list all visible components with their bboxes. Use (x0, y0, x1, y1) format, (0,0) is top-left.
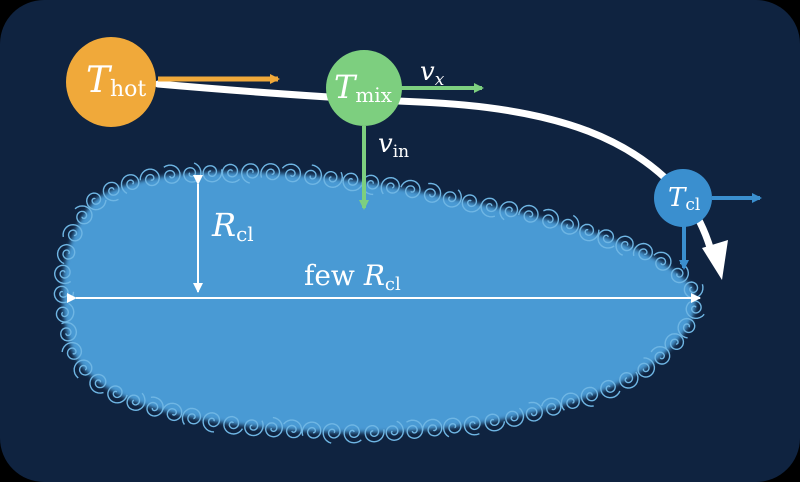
cloud-curl (560, 214, 580, 235)
mix-node-label: Tmix (334, 68, 393, 107)
cloud-curl (126, 392, 146, 412)
cloud-curl (120, 174, 140, 194)
cloud-curl (615, 235, 634, 256)
cloud-curl (163, 164, 181, 184)
cold-node (654, 169, 712, 227)
cloud-curls (53, 162, 705, 444)
hot-subscript: hot (110, 77, 146, 102)
cloud-curl (685, 300, 705, 319)
cloud-curl (653, 251, 672, 271)
cloud-curl (102, 181, 120, 202)
cloud-curl (484, 413, 506, 432)
cloud-curl (619, 371, 639, 389)
cloud-curl (283, 419, 303, 439)
cloud-curl (580, 386, 599, 407)
cloud-curl (264, 416, 284, 438)
cloud-curl (677, 317, 696, 339)
vx-label: vx (420, 57, 445, 90)
cloud-curl (637, 357, 656, 378)
mix-subscript: mix (355, 83, 392, 107)
cloud-curl (323, 171, 344, 189)
hot-node-label: Thot (86, 60, 146, 102)
cloud-curl (480, 197, 498, 218)
cloud-curl (342, 172, 363, 192)
cloud-curl (107, 385, 128, 404)
cloud-curl (223, 415, 244, 435)
cloud-curl (322, 423, 341, 444)
cloud-curl (181, 407, 202, 425)
cold-node-label: Tcl (668, 183, 700, 215)
cloud-curl (74, 205, 93, 225)
cloud-curl (505, 407, 525, 427)
cloud-curl (442, 417, 462, 438)
cloud-curl (560, 392, 580, 411)
cloud-curl (162, 402, 183, 422)
cloud-curl (139, 168, 160, 187)
cloud-curl (202, 165, 223, 183)
cloud-curl (73, 359, 93, 379)
cloud-curl (518, 204, 539, 223)
cloud-curl (53, 264, 72, 285)
cloud-curl (380, 176, 401, 195)
flow-arrowhead (702, 240, 728, 280)
cloud-curl (304, 164, 323, 186)
cloud-curl (53, 285, 75, 304)
cloud-curl (89, 373, 107, 394)
cloud-curl (202, 412, 221, 433)
cloud-curl (542, 208, 560, 229)
cloud-curl (442, 189, 463, 208)
cloud-curl (364, 425, 385, 443)
cloud-curl (540, 397, 562, 416)
cloud-curl (62, 223, 83, 242)
mix-symbol: T (334, 68, 358, 106)
cloud-curl (664, 333, 685, 350)
cloud-curl (146, 396, 164, 417)
cloud-curl (240, 163, 260, 184)
cloud-curl (579, 223, 600, 242)
cloud-curl (385, 420, 405, 442)
cloud-curl (60, 321, 78, 342)
cloud-curl (499, 201, 519, 221)
mix-node (326, 50, 402, 126)
cloud-curl (55, 302, 75, 323)
radius-label: Rcl (211, 206, 254, 246)
cloud-curl (632, 242, 654, 261)
hot-symbol: T (86, 60, 113, 101)
cloud-curl (260, 163, 281, 181)
cloud-curl (600, 379, 621, 399)
cold-symbol: T (668, 183, 687, 213)
hot-node (66, 37, 156, 127)
cloud-curl (244, 419, 264, 437)
cloud-curl (406, 419, 424, 440)
cloud-curl (343, 424, 362, 444)
cloud-curl (85, 192, 107, 211)
cloud-curl (525, 401, 543, 422)
cloud-curl (221, 163, 241, 184)
length-label: few Rcl (304, 259, 401, 295)
cloud-curl (422, 418, 443, 437)
vin-label: vin (378, 129, 409, 162)
cold-subscript: cl (685, 195, 700, 215)
cloud-curl (61, 341, 83, 360)
cloud-curl (461, 194, 483, 213)
cloud-curl (670, 262, 690, 284)
cloud-curl (463, 415, 481, 436)
cloud-curl (400, 179, 421, 199)
cloud-curl (423, 182, 442, 203)
cloud-curl (650, 345, 671, 365)
cloud-curl (301, 421, 322, 439)
cloud-curl (597, 229, 615, 249)
cloud-curl (56, 243, 76, 265)
cloud-curl (281, 163, 302, 183)
